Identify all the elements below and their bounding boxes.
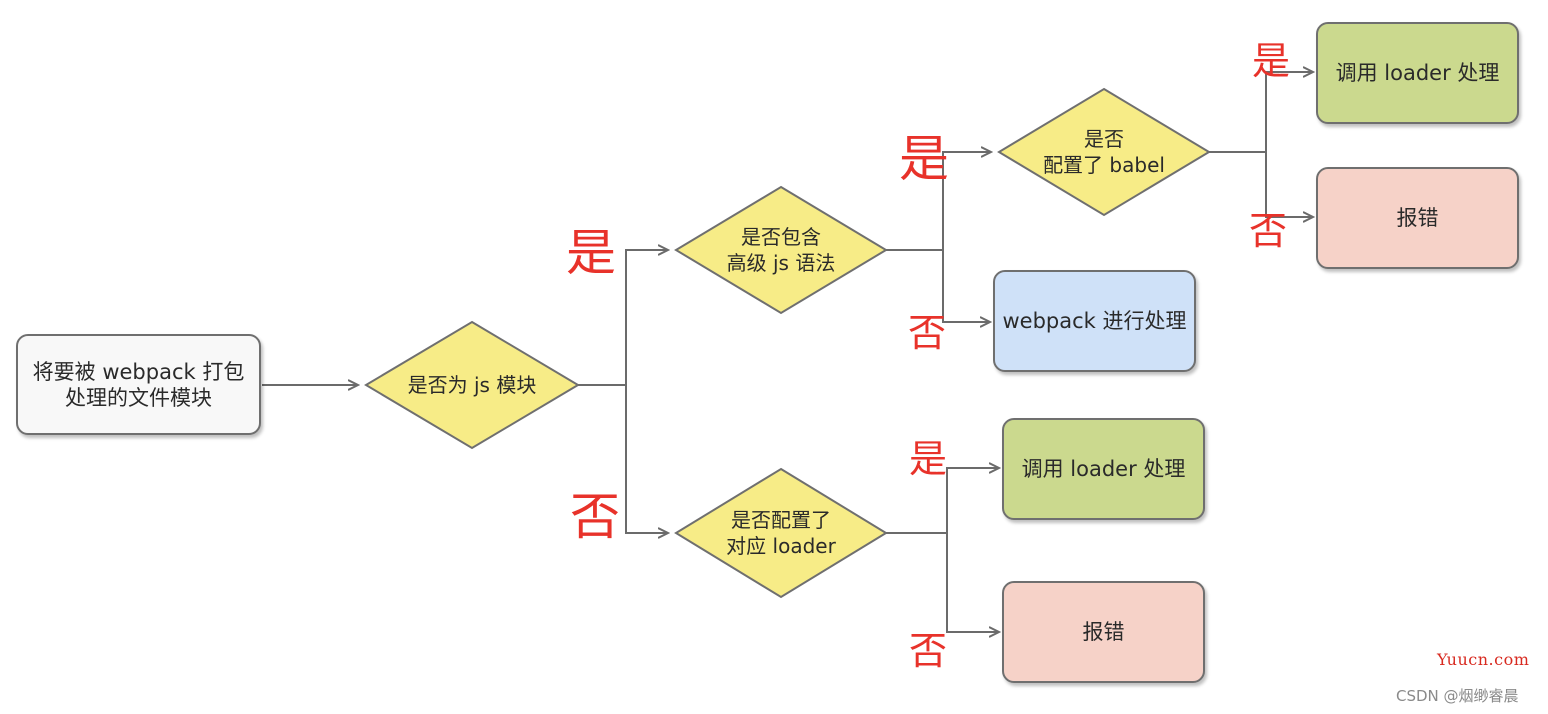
node-error-top: 报错 [1316,167,1519,269]
diamond-advanced-js [674,185,888,315]
edge-advjs-yes [886,152,991,251]
diamond-is-js [364,320,580,450]
diamond-loader-configured [674,467,888,599]
node-webpack-process: webpack 进行处理 [993,270,1196,372]
edge-babel-yes [1209,72,1313,153]
yes-label-loader: 是 [909,437,948,481]
edge-advjs-no [942,250,990,322]
no-label-babel: 否 [1249,209,1288,253]
yes-label-isjs: 是 [566,224,616,282]
watermark-site: Yuucn.com [1437,650,1530,669]
edge-loader-yes [886,468,999,534]
edge-isjs-no [625,385,668,533]
edge-babel-no [1265,152,1313,217]
yes-label-advjs: 是 [899,130,949,188]
no-label-advjs: 否 [908,311,947,355]
node-start: 将要被 webpack 打包 处理的文件模块 [16,334,261,435]
watermark-credit: CSDN @烟缈睿晨 [1396,687,1519,705]
edge-loader-no [946,533,999,632]
no-label-isjs: 否 [570,488,620,546]
diamond-babel-configured [997,87,1211,217]
edge-isjs-yes [578,250,668,386]
node-call-loader-bottom: 调用 loader 处理 [1002,418,1205,520]
yes-label-babel: 是 [1252,39,1291,83]
node-call-loader-top: 调用 loader 处理 [1316,22,1519,124]
no-label-loader: 否 [909,629,948,673]
node-error-bottom: 报错 [1002,581,1205,683]
